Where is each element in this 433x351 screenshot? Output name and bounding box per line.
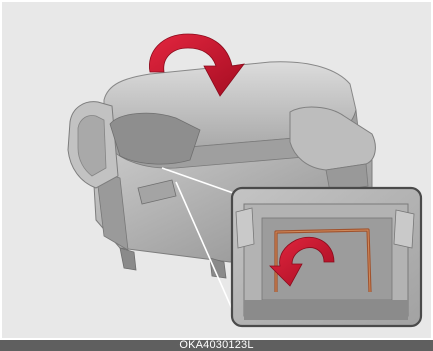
inset-detail	[232, 188, 421, 326]
seat-fold-illustration	[0, 0, 433, 341]
caption-bar: OKA4030123L	[0, 340, 433, 351]
figure-code: OKA4030123L	[0, 340, 433, 351]
